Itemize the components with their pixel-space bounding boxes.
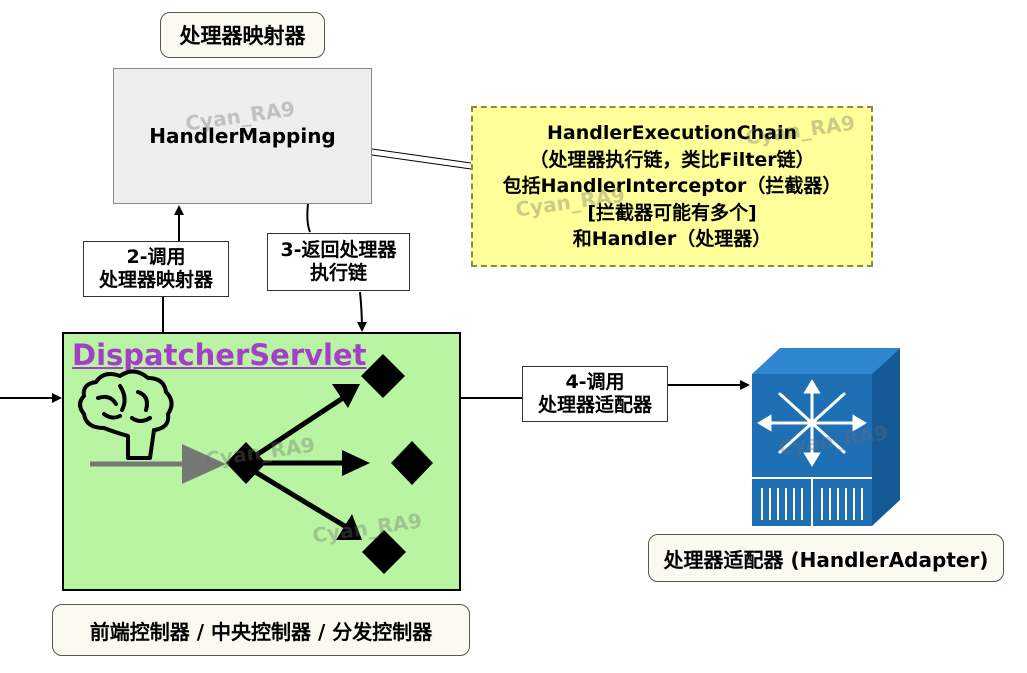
note-connector — [371, 148, 472, 164]
handler-adapter-caption: 处理器适配器 (HandlerAdapter) — [648, 534, 1004, 582]
step4-line1: 4-调用 — [565, 371, 625, 394]
chain-note-line3: 包括HandlerInterceptor（拦截器） — [502, 175, 842, 198]
step2-label: 2-调用 处理器映射器 — [83, 241, 229, 297]
chain-note-line2: （处理器执行链，类比Filter链） — [529, 148, 815, 171]
step3-line2: 执行链 — [309, 262, 367, 284]
handler-mapping-box: HandlerMapping — [113, 68, 372, 204]
handler-mapping-caption: 处理器映射器 — [160, 12, 325, 58]
step3-arrow — [356, 291, 367, 332]
router-icon — [752, 348, 900, 526]
step3-arrow-upper — [306, 203, 311, 233]
step2-line1: 2-调用 — [126, 246, 186, 269]
front-controller-caption: 前端控制器 / 中央控制器 / 分发控制器 — [52, 604, 470, 656]
note-connector-2 — [371, 154, 472, 170]
chain-note-line1: HandlerExecutionChain — [546, 122, 798, 145]
step2-line2: 处理器映射器 — [98, 269, 213, 291]
chain-note-line4: [拦截器可能有多个] — [587, 201, 757, 224]
execution-chain-note: HandlerExecutionChain （处理器执行链，类比Filter链）… — [471, 106, 873, 267]
step3-label: 3-返回处理器 执行链 — [267, 233, 410, 291]
chain-note-line5: 和Handler（处理器） — [572, 228, 772, 251]
step4-line2: 处理器适配器 — [537, 394, 652, 416]
step3-line1: 3-返回处理器 — [280, 239, 397, 262]
step4-label: 4-调用 处理器适配器 — [522, 366, 668, 422]
handler-mapping-title: HandlerMapping — [149, 124, 336, 148]
dispatcher-servlet-title: DispatcherServlet — [72, 338, 367, 372]
